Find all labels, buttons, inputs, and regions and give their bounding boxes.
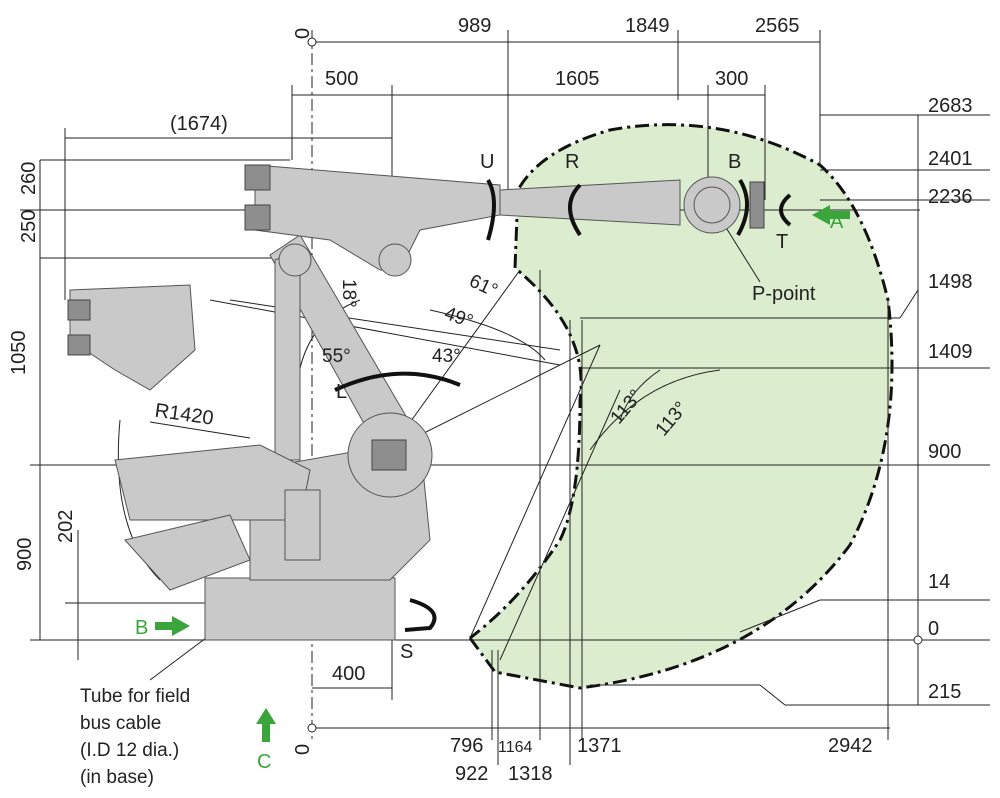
caption-line-4: (in base) bbox=[80, 767, 154, 788]
dim-989: 989 bbox=[458, 15, 491, 37]
robot-base bbox=[204, 577, 396, 641]
dim-922: 922 bbox=[455, 763, 488, 785]
height-2401: 2401 bbox=[928, 148, 973, 170]
r-rotation-icon bbox=[568, 183, 582, 237]
bottom-origin-label: 0 bbox=[292, 744, 314, 755]
height-14: 14 bbox=[928, 571, 950, 593]
caption-line-2: bus cable bbox=[80, 713, 161, 734]
vdim-250: 250 bbox=[18, 210, 40, 243]
dim-2942: 2942 bbox=[828, 735, 873, 757]
t-rotation-icon bbox=[779, 193, 792, 227]
angle-49: 49° bbox=[441, 303, 475, 333]
dim-2565: 2565 bbox=[755, 15, 800, 37]
dim-1674: (1674) bbox=[170, 113, 228, 135]
joint-front bbox=[378, 243, 412, 277]
origin-right-icon bbox=[913, 635, 923, 645]
dim-1849: 1849 bbox=[625, 15, 670, 37]
joint-rear bbox=[278, 243, 312, 277]
height-2236: 2236 bbox=[928, 186, 973, 208]
forearm bbox=[499, 179, 681, 226]
dimension-line bbox=[469, 344, 601, 639]
vdim-202: 202 bbox=[55, 510, 77, 543]
view-a-arrow-icon bbox=[812, 205, 850, 225]
rotation-arrows bbox=[334, 178, 792, 632]
origin-markers bbox=[307, 37, 923, 733]
height-0: 0 bbox=[928, 618, 939, 640]
axis-s-label: S bbox=[400, 641, 413, 663]
l-rotation-icon bbox=[334, 371, 461, 392]
vdim-900: 900 bbox=[14, 538, 36, 571]
motor-u bbox=[244, 164, 271, 191]
dim-1605: 1605 bbox=[555, 68, 600, 90]
dim-500: 500 bbox=[325, 68, 358, 90]
s-motor bbox=[284, 489, 321, 561]
dimension-line bbox=[149, 421, 251, 439]
axis-t-label: T bbox=[776, 231, 788, 253]
height-1498: 1498 bbox=[928, 271, 973, 293]
caption-line-3: (I.D 12 dia.) bbox=[80, 740, 179, 761]
dimension-line bbox=[209, 299, 561, 366]
view-b-arrow-icon bbox=[155, 616, 190, 636]
view-c-label: C bbox=[257, 751, 271, 773]
working-envelope bbox=[470, 124, 893, 688]
vdim-1050: 1050 bbox=[8, 331, 30, 376]
p-point-label: P-point bbox=[752, 283, 816, 305]
motor-alt-1 bbox=[67, 299, 91, 321]
origin-bottom-icon bbox=[307, 723, 317, 733]
vdim-260: 260 bbox=[18, 162, 40, 195]
view-c-arrow-icon bbox=[256, 708, 276, 742]
lower-arm-rear bbox=[274, 249, 301, 461]
axis-u-label: U bbox=[480, 151, 494, 173]
origin-top-icon bbox=[307, 37, 317, 47]
counterbalance bbox=[114, 444, 311, 521]
counterbalance-alt bbox=[124, 514, 251, 591]
height-1409: 1409 bbox=[928, 341, 973, 363]
radius-label: R1420 bbox=[153, 400, 214, 430]
flange bbox=[749, 181, 765, 229]
envelope-outline bbox=[468, 123, 894, 690]
view-arrows bbox=[155, 205, 850, 742]
dimension-line bbox=[739, 599, 821, 633]
motor-alt-2 bbox=[67, 334, 91, 356]
angle-43: 43° bbox=[432, 346, 461, 367]
height-2683: 2683 bbox=[928, 95, 973, 117]
dimension-line bbox=[759, 684, 786, 706]
angle-55: 55° bbox=[322, 346, 351, 367]
u-rotation-icon bbox=[486, 178, 496, 241]
caption-line-1: Tube for field bbox=[80, 686, 190, 707]
diagram-labels: 0 989 1849 2565 500 1605 300 (1674) 2683 2401 2236… bbox=[8, 15, 973, 788]
b-rotation-icon bbox=[736, 178, 749, 236]
height-215: 215 bbox=[928, 681, 961, 703]
top-origin-label: 0 bbox=[292, 28, 314, 39]
dimension-line bbox=[149, 634, 211, 681]
axis-r-label: R bbox=[565, 151, 579, 173]
dim-1164: 1164 bbox=[498, 739, 533, 756]
view-b-label: B bbox=[135, 617, 148, 639]
angle-18: 18° bbox=[338, 279, 359, 308]
dim-796: 796 bbox=[450, 735, 483, 757]
axis-b-label: B bbox=[728, 151, 741, 173]
motor-r bbox=[244, 204, 271, 231]
robot bbox=[67, 164, 765, 641]
dimension-line bbox=[499, 389, 621, 661]
axis-l-label: L bbox=[336, 381, 347, 403]
angle-61: 61° bbox=[466, 271, 501, 302]
wrist-inner bbox=[693, 186, 731, 224]
s-rotation-icon bbox=[404, 598, 437, 632]
dim-300: 300 bbox=[715, 68, 748, 90]
height-900: 900 bbox=[928, 441, 961, 463]
dimension-line bbox=[899, 289, 919, 319]
axis-motor-cover bbox=[371, 439, 407, 471]
view-a-label: A bbox=[830, 211, 844, 233]
dim-1318: 1318 bbox=[508, 763, 553, 785]
dim-1371: 1371 bbox=[577, 735, 622, 757]
dim-400: 400 bbox=[332, 663, 365, 685]
